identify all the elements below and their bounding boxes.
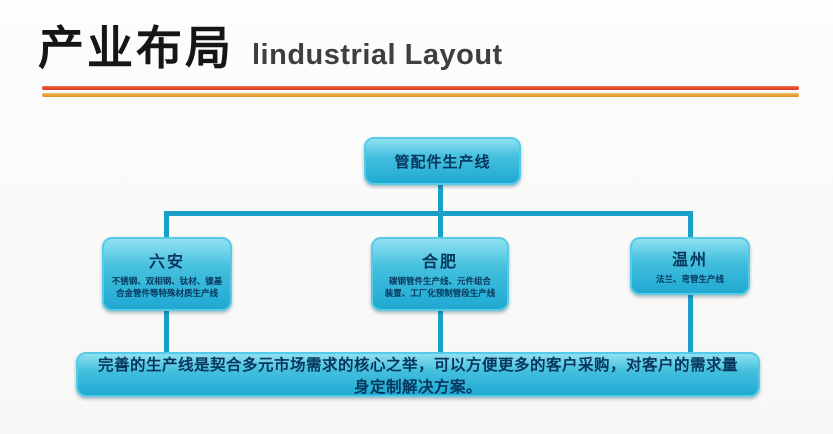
connector-right-to-summary xyxy=(688,293,693,354)
connector-middle-drop xyxy=(438,213,443,239)
node-wenzhou-name: 温州 xyxy=(671,252,708,270)
divider-line-red xyxy=(42,86,799,90)
summary-text: 完善的生产线是契合多元市场需求的核心之举，可以方便更多的客户采购，对客户的需求量… xyxy=(97,356,738,396)
divider-line-orange xyxy=(42,93,799,97)
connector-left-drop xyxy=(164,213,169,239)
node-hefei-name: 合肥 xyxy=(421,254,458,272)
node-luan-desc: 不锈钢、双相钢、钛材、镍基 合金管件等特殊材质生产线 xyxy=(111,276,223,298)
node-hefei: 合肥 碳钢管件生产线、元件组合 装置、工厂化预制管段生产线 xyxy=(371,237,509,311)
title-english: lindustrial Layout xyxy=(252,39,503,71)
connector-right-drop xyxy=(688,213,693,239)
connector-root-vertical xyxy=(438,184,443,213)
connector-horizontal-bar xyxy=(164,211,693,216)
page-title: 产业布局 lindustrial Layout xyxy=(38,12,503,78)
node-wenzhou-desc: 法兰、弯管生产线 xyxy=(655,274,724,285)
node-root-label: 管配件生产线 xyxy=(394,153,491,171)
node-luan: 六安 不锈钢、双相钢、钛材、镍基 合金管件等特殊材质生产线 xyxy=(102,237,232,311)
connector-middle-to-summary xyxy=(438,309,443,354)
title-chinese: 产业布局 xyxy=(38,22,234,74)
node-luan-name: 六安 xyxy=(148,254,185,272)
summary-banner: 完善的生产线是契合多元市场需求的核心之举，可以方便更多的客户采购，对客户的需求量… xyxy=(76,352,760,397)
node-wenzhou: 温州 法兰、弯管生产线 xyxy=(630,237,750,295)
node-root-pipe-fittings-line: 管配件生产线 xyxy=(364,137,521,185)
node-hefei-desc: 碳钢管件生产线、元件组合 装置、工厂化预制管段生产线 xyxy=(384,276,496,298)
connector-left-to-summary xyxy=(164,309,169,354)
